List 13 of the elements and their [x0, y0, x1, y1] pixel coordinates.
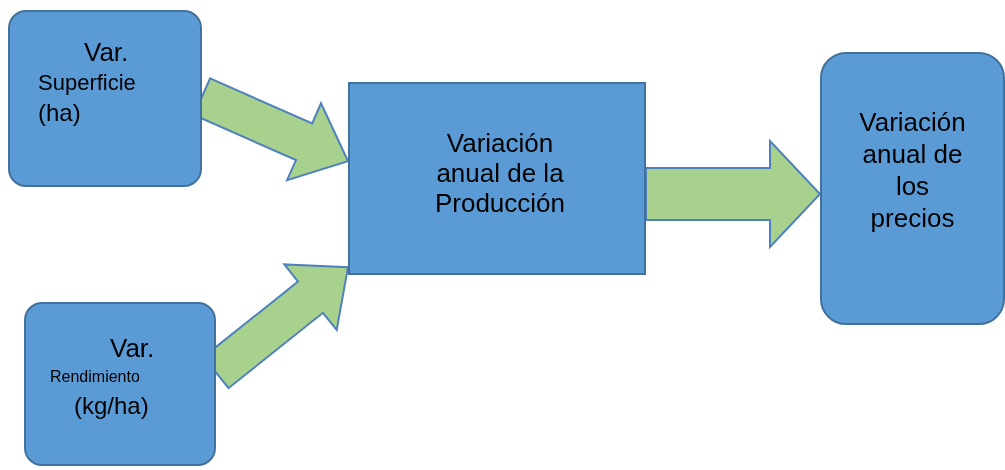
- box-label: Variación anual de los precios: [858, 106, 967, 234]
- box-label: (kg/ha): [73, 391, 149, 421]
- process-box: [348, 82, 646, 275]
- process-box: [820, 52, 1005, 325]
- box-label: Var.: [109, 332, 155, 364]
- box-label: Var.: [83, 36, 129, 68]
- box-label: Rendimiento: [50, 367, 140, 387]
- box-label: Superficie: [38, 69, 136, 97]
- block-arrow: [645, 138, 822, 250]
- process-box: [8, 10, 202, 187]
- process-box: [24, 302, 216, 466]
- box-label: (ha): [38, 98, 81, 128]
- box-label: Variación anual de la Producción: [433, 128, 567, 218]
